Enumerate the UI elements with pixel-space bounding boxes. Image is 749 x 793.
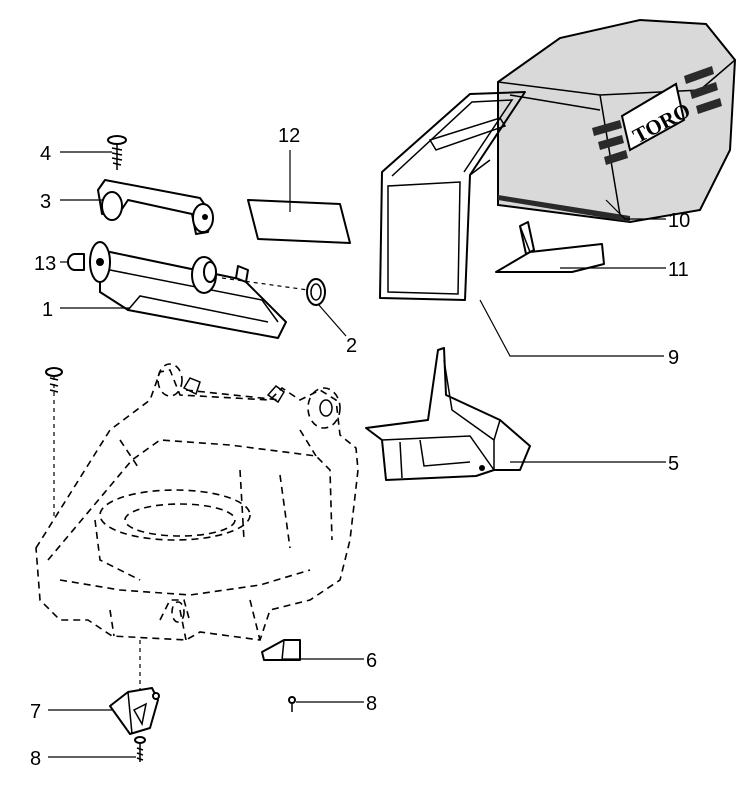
callout-3: 3: [40, 191, 51, 213]
callout-2: 2: [346, 335, 357, 357]
bracket-part-7: [109, 640, 160, 735]
callout-13: 13: [34, 253, 56, 275]
handle-bracket-part-3: [97, 179, 214, 235]
screw-part-8-upper: [288, 696, 296, 712]
bag-frame-part-9: [379, 91, 526, 301]
callout-11: 11: [668, 259, 689, 281]
callout-8-lower: 8: [30, 748, 41, 770]
screw-part-8-lower: [134, 736, 146, 762]
callout-4: 4: [40, 143, 51, 165]
decal-part-12: [247, 199, 351, 244]
screw-part-4: [107, 135, 127, 170]
callout-1: 1: [42, 299, 53, 321]
discharge-chute-part-5: [365, 347, 531, 481]
callout-8-upper: 8: [366, 693, 377, 715]
callout-6: 6: [366, 650, 377, 672]
mower-deck-outline: [35, 363, 359, 641]
callout-12: 12: [278, 125, 300, 147]
grass-bag-part-10: TORO: [497, 18, 737, 224]
clip-part-6: [261, 639, 301, 661]
deck-screw: [45, 367, 63, 520]
leader-lines: [48, 150, 666, 758]
callout-5: 5: [668, 453, 679, 475]
callout-10: 10: [668, 210, 690, 232]
spring-part-2: [221, 277, 326, 306]
bag-flap-part-11: [495, 221, 605, 273]
callout-labels: 4 3 13 1 12 2 10 11 9 5 6 8 7 8: [30, 125, 690, 770]
callout-7: 7: [30, 701, 41, 723]
bushing-part-13: [67, 253, 85, 271]
rear-door-part-1: [89, 241, 287, 339]
callout-9: 9: [668, 347, 679, 369]
